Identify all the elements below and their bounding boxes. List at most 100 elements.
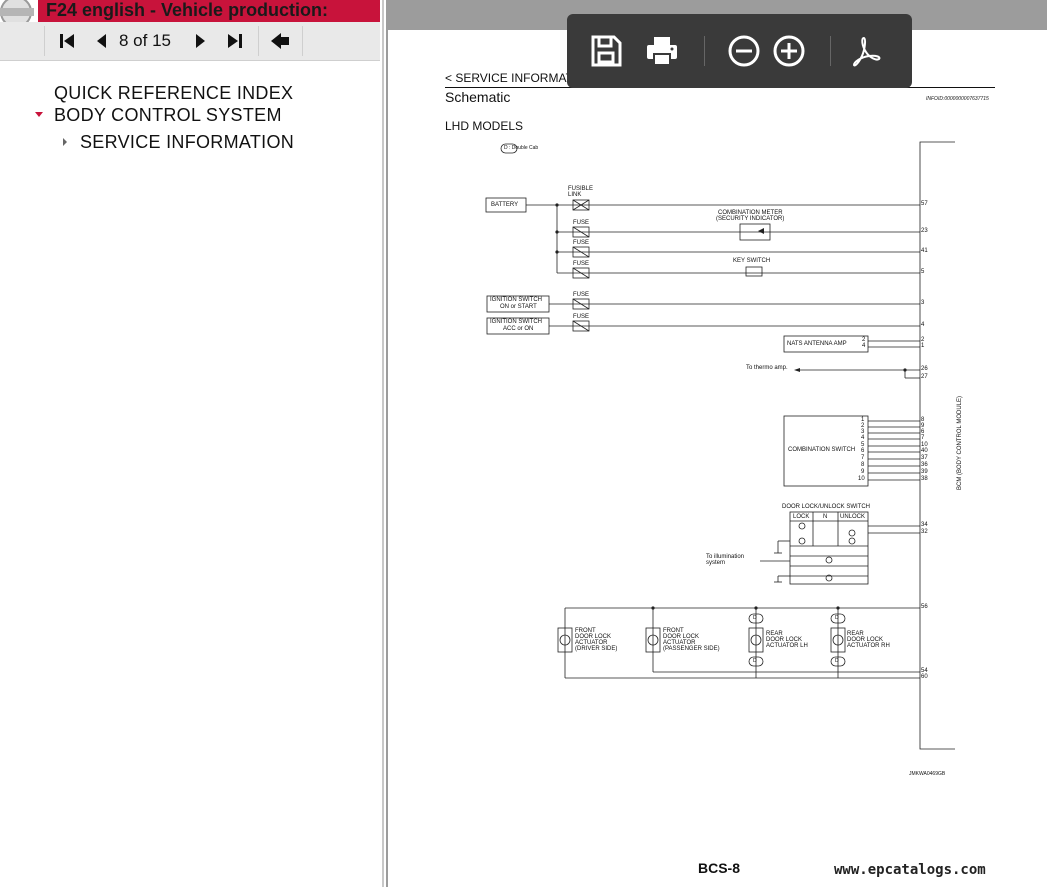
combo-switch-pin: 8 (861, 462, 865, 468)
neutral-label: N (823, 514, 828, 520)
security-indicator-label: (SECURITY INDICATOR) (716, 216, 785, 222)
bcm-pin: 54 (921, 668, 928, 674)
combo-switch-pin: 3 (861, 429, 865, 435)
zoom-out-button[interactable] (727, 34, 761, 68)
bcm-pin: 5 (921, 269, 925, 275)
nav-separator (302, 26, 303, 56)
d-marker: D (753, 658, 757, 664)
bcm-pin: 9 (921, 423, 925, 429)
bcm-pin: 39 (921, 469, 928, 475)
expanded-arrow-icon[interactable] (34, 105, 54, 126)
info-id: INFOID:0000000007637715 (926, 96, 989, 102)
first-page-button[interactable] (56, 30, 78, 52)
bcm-pin: 56 (921, 604, 928, 610)
page-number: BCS-8 (698, 860, 741, 876)
fuse-label: FUSE (573, 292, 590, 298)
tree-item-label: QUICK REFERENCE INDEX (54, 83, 294, 103)
acrobat-icon (852, 36, 881, 67)
tree-item-service-information[interactable]: SERVICE INFORMATION (60, 132, 294, 153)
page-navigation-bar: 8 of 15 (0, 22, 380, 61)
bcm-pin: 1 (921, 343, 925, 349)
tree-item-quick-reference[interactable]: QUICK REFERENCE INDEX (54, 83, 293, 104)
bcm-pin: 60 (921, 674, 928, 680)
save-button[interactable] (589, 34, 623, 68)
ignition-acc-on-label: ACC or ON (503, 326, 534, 332)
bcm-pin: 34 (921, 522, 928, 528)
nav-separator (258, 26, 259, 56)
ignition-switch-label: IGNITION SWITCH (490, 319, 542, 325)
combo-switch-pin: 2 (861, 423, 865, 429)
navigation-pane: F24 english - Vehicle production: 8 of 1… (0, 0, 384, 887)
bcm-pin: 37 (921, 455, 928, 461)
bcm-pin: 41 (921, 248, 928, 254)
last-page-button[interactable] (224, 30, 246, 52)
last-page-icon (228, 34, 242, 48)
d-marker: D (753, 615, 757, 621)
d-marker: D (835, 615, 839, 621)
document-page (388, 30, 1047, 887)
print-icon (647, 37, 677, 66)
models-label: LHD MODELS (445, 119, 524, 133)
collapsed-arrow-icon[interactable] (60, 132, 80, 153)
toolbar-separator (830, 36, 831, 66)
key-switch-label: KEY SWITCH (733, 258, 771, 264)
back-icon (271, 33, 289, 49)
illumination-label: To illumination (706, 554, 745, 560)
bcm-pin: 36 (921, 462, 928, 468)
tree-item-label: BODY CONTROL SYSTEM (54, 105, 282, 125)
acrobat-button[interactable] (849, 34, 883, 68)
combo-switch-pin: 4 (861, 435, 865, 441)
bcm-pin: 32 (921, 529, 928, 535)
nats-label: NATS ANTENNA AMP (787, 341, 847, 347)
fuse-label: FUSE (573, 314, 590, 320)
thermo-amp-label: To thermo amp. (746, 365, 788, 371)
fuse-label: FUSE (573, 240, 590, 246)
brand-logo (0, 0, 36, 24)
page-indicator: 8 of 15 (119, 31, 171, 50)
d-marker: D (835, 658, 839, 664)
combination-meter-label: COMBINATION METER (718, 210, 783, 216)
print-button[interactable] (645, 34, 679, 68)
fusible-link-label: FUSIBLE LINK (568, 186, 594, 198)
breadcrumb[interactable]: < SERVICE INFORMAT (445, 71, 573, 85)
bcm-pin: 7 (921, 435, 925, 441)
nav-separator (44, 26, 45, 56)
bcm-pin: 40 (921, 448, 928, 454)
bcm-pin: 26 (921, 366, 928, 372)
unlock-label: UNLOCK (840, 514, 866, 520)
zoom-out-icon (728, 35, 760, 67)
back-button[interactable] (268, 30, 292, 52)
first-page-icon (60, 34, 74, 48)
combo-switch-pin: 7 (861, 455, 865, 461)
zoom-in-button[interactable] (772, 34, 806, 68)
fuse-label: FUSE (573, 261, 590, 267)
watermark: www.epcatalogs.com (834, 862, 986, 878)
combo-switch-pin: 9 (861, 469, 865, 475)
viewer-toolbar (567, 14, 912, 88)
nats-pin: 4 (862, 343, 866, 349)
bcm-pin: 3 (921, 300, 925, 306)
save-icon (591, 35, 622, 67)
door-lock-switch-label: DOOR LOCK/UNLOCK SWITCH (782, 504, 871, 510)
bcm-pin: 38 (921, 476, 928, 482)
bcm-pin: 57 (921, 201, 928, 207)
ignition-switch-label: IGNITION SWITCH (490, 297, 542, 303)
prev-page-button[interactable] (92, 30, 110, 52)
illumination-system-label: system (706, 560, 726, 566)
next-page-button[interactable] (192, 30, 210, 52)
tree-item-body-control[interactable]: BODY CONTROL SYSTEM (34, 105, 282, 126)
toolbar-separator (704, 36, 705, 66)
next-page-icon (196, 34, 205, 48)
combo-switch-pin: 5 (861, 442, 865, 448)
bcm-pin: 10 (921, 442, 928, 448)
ignition-on-start-label: ON or START (500, 304, 537, 310)
bcm-pin: 27 (921, 374, 928, 380)
bcm-pin: 23 (921, 228, 928, 234)
window-title: F24 english - Vehicle production: (38, 0, 380, 22)
bcm-pin: 8 (921, 417, 925, 423)
bcm-pin: 4 (921, 322, 925, 328)
legend-double-cab: D : Double Cab (504, 145, 539, 151)
